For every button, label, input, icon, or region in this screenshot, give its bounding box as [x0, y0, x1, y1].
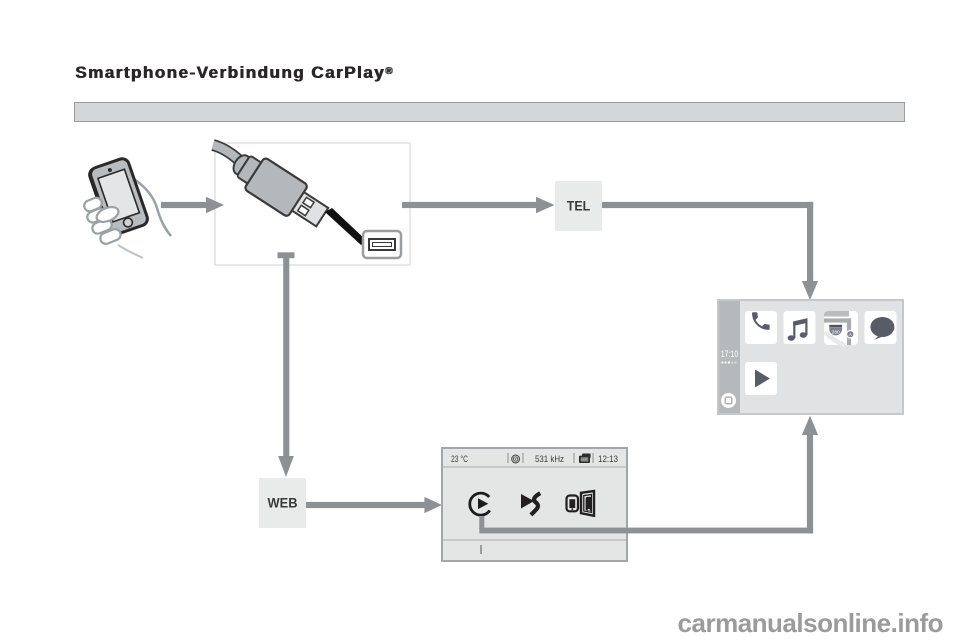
- svg-text:280: 280: [832, 330, 840, 336]
- svg-text:A: A: [849, 332, 852, 337]
- svg-text:12:13: 12:13: [598, 454, 618, 464]
- svg-text:WEB: WEB: [268, 496, 298, 511]
- svg-text:23 °C: 23 °C: [451, 454, 468, 464]
- svg-text:531 kHz: 531 kHz: [535, 454, 564, 464]
- svg-text:TEL: TEL: [567, 199, 591, 214]
- svg-text:17:10: 17:10: [721, 349, 739, 359]
